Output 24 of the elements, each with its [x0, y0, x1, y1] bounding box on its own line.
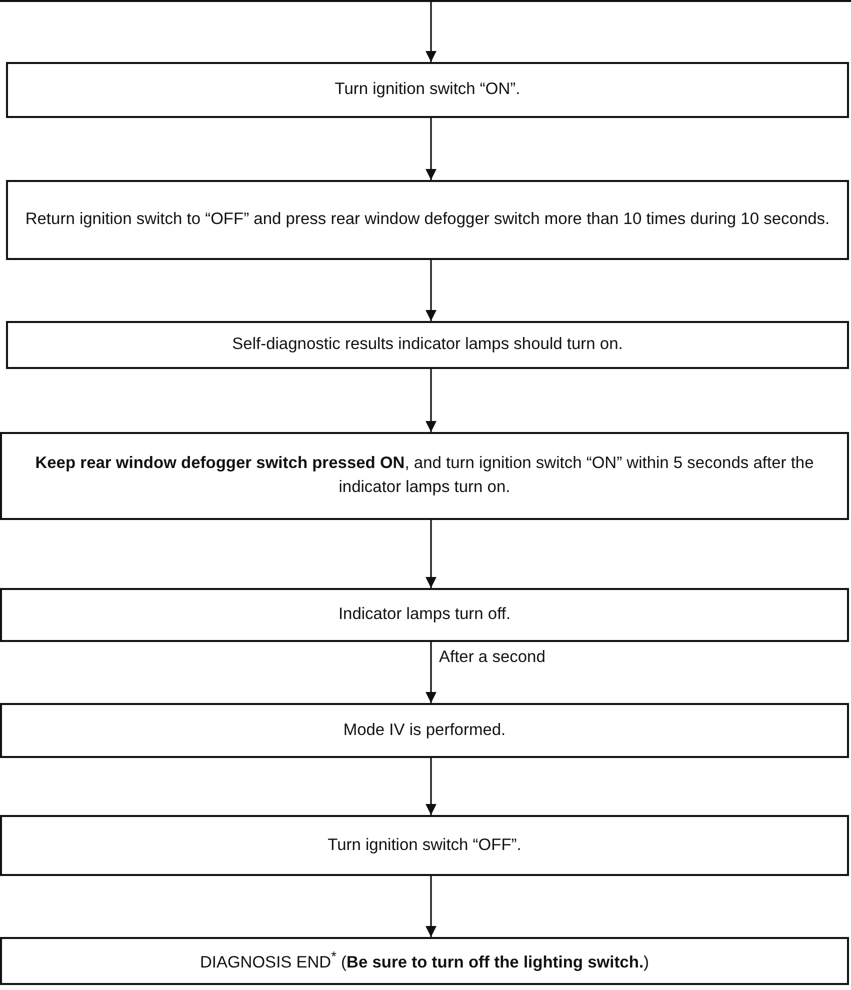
process-box [0, 703, 849, 758]
arrow [425, 2, 437, 62]
arrow [425, 642, 437, 703]
process-box [6, 180, 849, 260]
step-text: Indicator lamps turn off. [337, 604, 512, 626]
arrow [425, 758, 437, 815]
process-box [0, 432, 849, 520]
arrow [425, 520, 437, 588]
step-text: Turn ignition switch “OFF”. [326, 834, 522, 856]
process-box [0, 937, 849, 985]
step-text: Turn ignition switch “ON”. [334, 79, 522, 100]
arrow [425, 369, 437, 432]
arrow [425, 260, 437, 321]
step-text: Self-diagnostic results indicator lamps should turn on. [231, 334, 624, 356]
step-text: Mode IV is performed. [342, 720, 507, 741]
process-box [0, 588, 849, 642]
process-box [6, 62, 849, 118]
process-box [0, 815, 849, 876]
arrow [425, 118, 437, 180]
step-text: Return ignition switch to “OFF” and press rear window defogger switch more than 10 times during 10 seconds. [24, 209, 831, 230]
step-text: DIAGNOSIS END$^{*}$ (Be sure to turn off the lighting switch.) [198, 948, 650, 974]
process-box [6, 321, 849, 369]
arrow [425, 876, 437, 937]
step-text: Keep rear window defogger switch pressed ON, and turn ignition switch “ON” within 5 seconds after the indicator lamps turn on. [34, 453, 815, 498]
